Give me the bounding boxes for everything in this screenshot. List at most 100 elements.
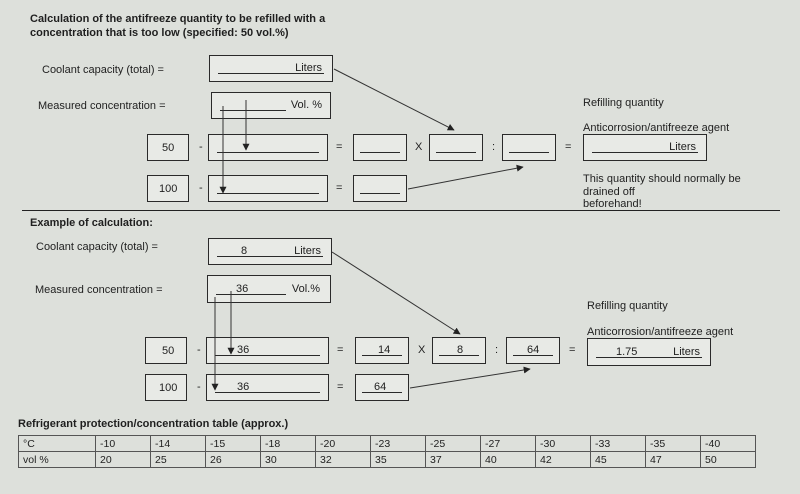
- table-cell: 50: [700, 451, 756, 468]
- top-refilling-label: Refilling quantity: [583, 97, 664, 109]
- table-cell: -30: [535, 435, 591, 452]
- example-measured-value: 36: [236, 283, 249, 295]
- example-diff2: 64: [527, 344, 540, 356]
- example-equals-result: =: [569, 344, 576, 356]
- example-hundred-box: 100: [145, 374, 187, 401]
- table-cell: 42: [535, 451, 591, 468]
- table-cell: -23: [370, 435, 426, 452]
- example-specified-value: 50: [162, 345, 175, 357]
- top-note-line1: This quantity should normally be: [583, 173, 741, 185]
- example-specified-box: 50: [145, 337, 187, 364]
- example-diff2-source: 64: [374, 381, 387, 393]
- top-row2-measured-box: [208, 175, 328, 202]
- table-cell: -18: [260, 435, 316, 452]
- top-agent-label: Anticorrosion/antifreeze agent: [583, 122, 730, 134]
- table-cell: 40: [480, 451, 536, 468]
- top-result-unit: Liters: [669, 141, 696, 153]
- example-measured-label: Measured concentration =: [35, 284, 163, 296]
- top-measured-label: Measured concentration =: [38, 100, 166, 112]
- top-equals-1: =: [336, 141, 343, 153]
- top-coolant-box: Liters: [209, 55, 333, 82]
- top-times: X: [415, 141, 423, 153]
- top-equals-2: =: [336, 182, 343, 194]
- top-note-line3: beforehand!: [583, 198, 642, 210]
- example-diff1-box: 14: [355, 337, 409, 364]
- example-coolant-label: Coolant capacity (total) =: [36, 241, 158, 253]
- example-row2-measured: 36: [237, 381, 250, 393]
- example-minus-2: -: [197, 381, 201, 393]
- top-diff2-box: [502, 134, 556, 161]
- table-cell: 32: [315, 451, 371, 468]
- top-coolant-label: Coolant capacity (total) =: [42, 64, 164, 76]
- arrow-example-diff2: [409, 366, 531, 389]
- top-capacity-box: [429, 134, 483, 161]
- example-diff2-box: 64: [506, 337, 560, 364]
- table-header-vol: vol %: [18, 451, 96, 468]
- table-cell: 45: [590, 451, 646, 468]
- table-cell: -15: [205, 435, 261, 452]
- table-cell: -20: [315, 435, 371, 452]
- example-capacity: 8: [457, 344, 464, 356]
- top-row1-measured-box: [208, 134, 328, 161]
- top-specified-box: 50: [147, 134, 189, 161]
- example-result-unit: Liters: [673, 346, 700, 358]
- section-divider: [22, 210, 780, 211]
- top-diff2-source-box: [353, 175, 407, 202]
- table-cell: 30: [260, 451, 316, 468]
- table-cell: 20: [95, 451, 151, 468]
- top-diff1-box: [353, 134, 407, 161]
- table-cell: 26: [205, 451, 261, 468]
- table-row: vol % 20 25 26 30 32 35 37 40 42 45 47 5…: [18, 451, 756, 468]
- table-cell: -14: [150, 435, 206, 452]
- table-cell: -40: [700, 435, 756, 452]
- example-measured-box: 36 Vol.%: [207, 275, 331, 303]
- top-hundred-box: 100: [147, 175, 189, 202]
- table-cell: 37: [425, 451, 481, 468]
- table-cell: -33: [590, 435, 646, 452]
- top-hundred-value: 100: [159, 183, 178, 195]
- top-note-line2: drained off: [583, 186, 635, 198]
- table-cell: 35: [370, 451, 426, 468]
- top-specified-value: 50: [162, 142, 175, 154]
- example-result-value: 1.75: [616, 346, 638, 358]
- example-hundred-value: 100: [159, 382, 178, 394]
- top-measured-unit: Vol. %: [290, 99, 322, 111]
- table-title: Refrigerant protection/concentration tab…: [18, 418, 289, 430]
- concentration-table: °C -10 -14 -15 -18 -20 -23 -25 -27 -30 -…: [18, 435, 756, 468]
- example-agent-label: Anticorrosion/antifreeze agent: [587, 326, 734, 338]
- arrow-top-capacity: [333, 68, 455, 131]
- example-divide: :: [495, 344, 499, 356]
- top-title-line2: concentration that is too low (specified…: [30, 27, 289, 39]
- example-diff2-source-box: 64: [355, 374, 409, 401]
- example-minus-1: -: [197, 344, 201, 356]
- example-coolant-value: 8: [241, 245, 248, 257]
- table-cell: 25: [150, 451, 206, 468]
- example-result-box: 1.75 Liters: [587, 338, 711, 366]
- table-cell: -35: [645, 435, 701, 452]
- example-capacity-box: 8: [432, 337, 486, 364]
- top-title-line1: Calculation of the antifreeze quantity t…: [30, 13, 326, 25]
- example-diff1: 14: [378, 344, 391, 356]
- table-cell: 47: [645, 451, 701, 468]
- example-row1-measured-box: 36: [206, 337, 329, 364]
- table-cell: -25: [425, 435, 481, 452]
- table-cell: -27: [480, 435, 536, 452]
- example-refilling-label: Refilling quantity: [587, 300, 668, 312]
- arrow-top-diff2: [407, 164, 524, 190]
- example-equals-1: =: [337, 344, 344, 356]
- example-times: X: [418, 344, 426, 356]
- example-row2-measured-box: 36: [206, 374, 329, 401]
- top-divide: :: [492, 141, 496, 153]
- table-cell: -10: [95, 435, 151, 452]
- example-coolant-unit: Liters: [294, 245, 321, 257]
- top-minus-1: -: [199, 141, 203, 153]
- top-measured-box: Vol. %: [211, 92, 331, 119]
- example-coolant-box: 8 Liters: [208, 238, 332, 265]
- top-coolant-unit: Liters: [295, 62, 322, 74]
- table-header-temp: °C: [18, 435, 96, 452]
- top-equals-result: =: [565, 141, 572, 153]
- example-title: Example of calculation:: [30, 217, 153, 229]
- example-equals-2: =: [337, 381, 344, 393]
- table-row: °C -10 -14 -15 -18 -20 -23 -25 -27 -30 -…: [18, 435, 756, 452]
